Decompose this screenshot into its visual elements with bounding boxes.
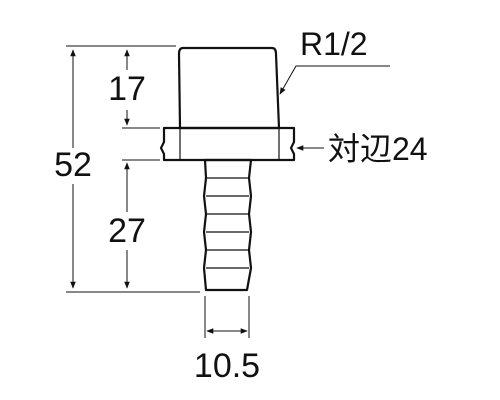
overall-height-label: 52 — [54, 146, 92, 184]
stem-height-label: 27 — [108, 212, 146, 250]
extension-lines — [66, 45, 250, 338]
threaded-top — [177, 46, 281, 130]
hex-across-flats-label: 対辺24 — [328, 131, 428, 167]
hex-collar — [159, 126, 296, 162]
fitting-body — [159, 46, 296, 292]
top-height-label: 17 — [108, 70, 146, 108]
thread-leader — [279, 65, 390, 95]
stem-diameter-label: 10.5 — [194, 347, 260, 385]
thread-label: R1/2 — [300, 26, 368, 62]
barb-stem — [202, 158, 253, 292]
